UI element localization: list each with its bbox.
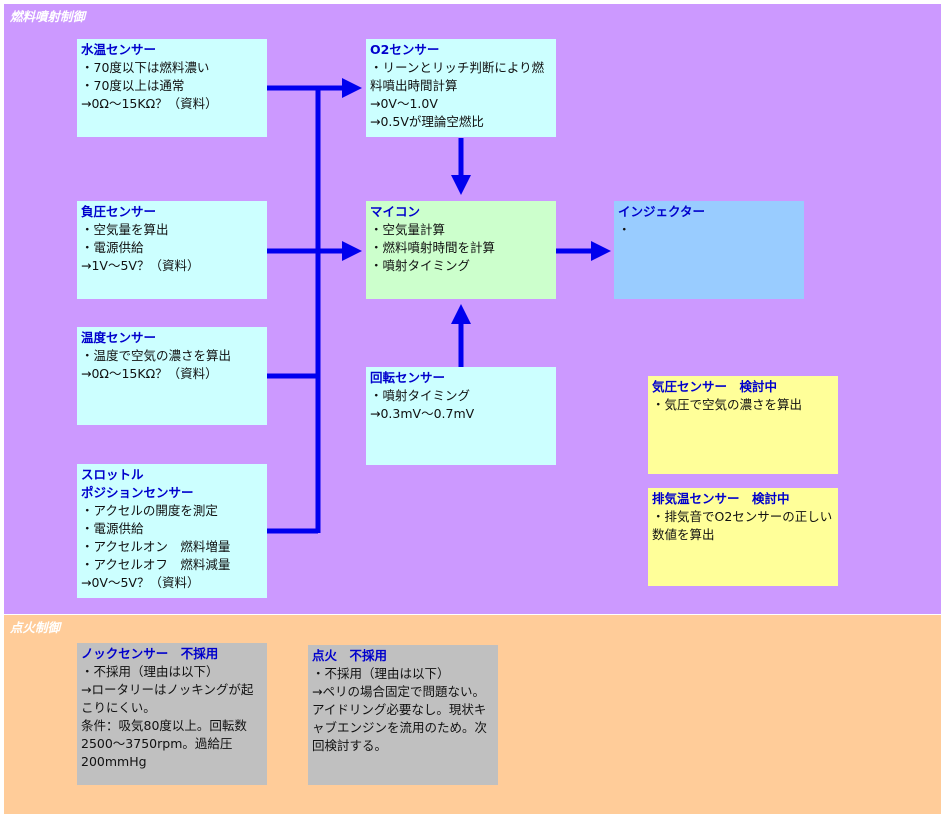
rotation-sensor-title: 回転センサー: [370, 370, 446, 385]
injector-title: インジェクター: [618, 204, 706, 219]
air-temp-sensor-box: 温度センサー ・温度で空気の濃さを算出 →0Ω～15KΩ？（資料）: [77, 327, 267, 425]
injector-box: インジェクター ・: [614, 201, 804, 299]
vacuum-sensor-box: 負圧センサー ・空気量を算出 ・電源供給 →1V～5V？（資料）: [77, 201, 267, 299]
barometric-sensor-title: 気圧センサー 検討中: [652, 379, 778, 394]
ignition-title: 点火 不採用: [312, 648, 388, 663]
exhaust-temp-sensor-box: 排気温センサー 検討中 ・排気音でO2センサーの正しい数値を算出: [648, 488, 838, 586]
throttle-position-sensor-box: スロットル ポジションセンサー ・アクセルの開度を測定 ・電源供給 ・アクセルオ…: [77, 464, 267, 598]
throttle-position-sensor-title: スロットル ポジションセンサー: [81, 467, 194, 500]
fuel-section-title: 燃料噴射制御: [10, 9, 86, 24]
vacuum-sensor-title: 負圧センサー: [81, 204, 157, 219]
air-temp-sensor-title: 温度センサー: [81, 330, 157, 345]
ignition-box: 点火 不採用 ・不採用（理由は以下） →ペリの場合固定で問題ない。アイドリング必…: [308, 645, 498, 785]
ecu-title: マイコン: [370, 204, 421, 219]
exhaust-temp-sensor-title: 排気温センサー 検討中: [652, 491, 790, 506]
barometric-sensor-box: 気圧センサー 検討中 ・気圧で空気の濃さを算出: [648, 376, 838, 474]
o2-sensor-title: O2センサー: [370, 42, 440, 57]
water-temp-sensor-title: 水温センサー: [81, 42, 157, 57]
knock-sensor-box: ノックセンサー 不採用 ・不採用（理由は以下） →ロータリーはノッキングが起こり…: [77, 643, 267, 785]
rotation-sensor-box: 回転センサー ・噴射タイミング →0.3mV～0.7mV: [366, 367, 556, 465]
o2-sensor-box: O2センサー ・リーンとリッチ判断により燃料噴出時間計算 →0V～1.0V →0…: [366, 39, 556, 137]
knock-sensor-title: ノックセンサー 不採用: [81, 646, 219, 661]
ecu-box: マイコン ・空気量計算 ・燃料噴射時間を計算 ・噴射タイミング: [366, 201, 556, 299]
water-temp-sensor-box: 水温センサー ・70度以下は燃料濃い ・70度以上は通常 →0Ω～15KΩ？（資…: [77, 39, 267, 137]
ignition-section-title: 点火制御: [10, 620, 61, 635]
